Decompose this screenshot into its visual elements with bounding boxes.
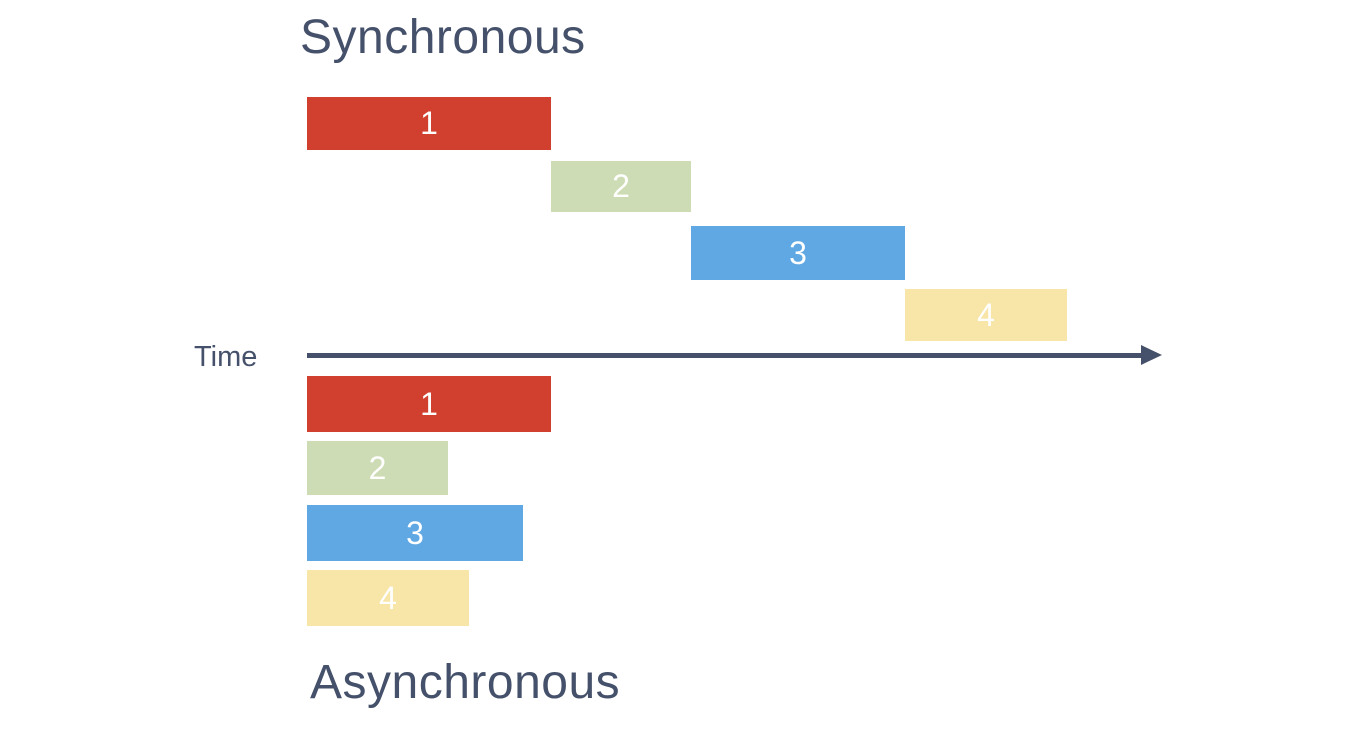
task-bar: 4 xyxy=(905,289,1067,341)
task-bar: 2 xyxy=(307,441,448,495)
time-axis-arrowhead-icon xyxy=(1141,345,1162,365)
asynchronous-title: Asynchronous xyxy=(310,656,621,709)
task-bar: 1 xyxy=(307,97,551,150)
task-bar: 1 xyxy=(307,376,551,432)
task-bar-label: 2 xyxy=(368,449,387,486)
task-bar: 4 xyxy=(307,570,469,626)
task-bar-label: 1 xyxy=(420,385,438,422)
task-bar: 2 xyxy=(551,161,691,212)
time-axis-label: Time xyxy=(194,341,258,373)
task-bar: 3 xyxy=(691,226,905,280)
task-bar-label: 1 xyxy=(420,105,438,141)
task-bar: 3 xyxy=(307,505,523,561)
task-bar-label: 3 xyxy=(406,514,424,551)
task-bar-label: 2 xyxy=(612,168,630,204)
task-bar-label: 4 xyxy=(379,579,397,616)
time-axis-line xyxy=(307,353,1145,358)
task-bar-label: 3 xyxy=(789,234,807,271)
synchronous-title: Synchronous xyxy=(300,11,586,64)
task-bar-label: 4 xyxy=(977,296,995,333)
